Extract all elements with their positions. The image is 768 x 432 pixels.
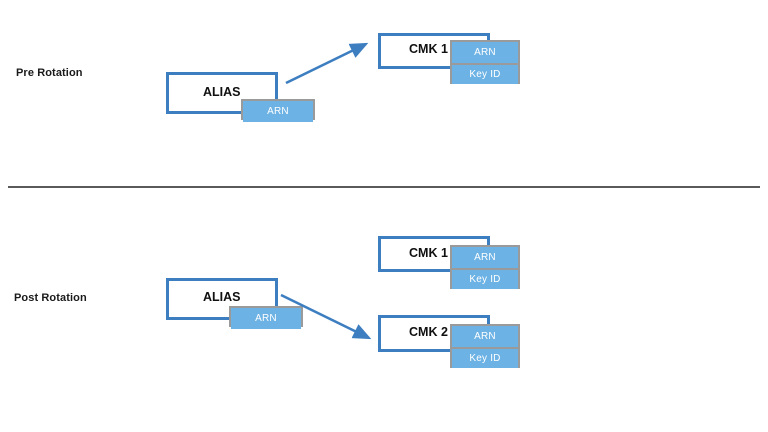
section-label-pre-rotation: Pre Rotation <box>16 67 83 79</box>
alias-badges-post: ARN <box>229 306 303 329</box>
cmk2-title-post: CMK 2 <box>409 325 448 339</box>
badge-arn: ARN <box>243 101 313 122</box>
section-divider <box>8 186 760 188</box>
badge-arn: ARN <box>452 326 518 347</box>
cmk1-title-post: CMK 1 <box>409 246 448 260</box>
badge-arn: ARN <box>452 247 518 268</box>
alias-badges-pre: ARN <box>241 99 315 122</box>
cmk1-title-pre: CMK 1 <box>409 42 448 56</box>
badge-key-id: Key ID <box>452 347 518 368</box>
cmk1-badges-pre: ARN Key ID <box>450 40 520 84</box>
alias-box-pre <box>166 72 278 114</box>
badge-key-id: Key ID <box>452 268 518 289</box>
alias-title-post: ALIAS <box>203 290 241 304</box>
alias-title-pre: ALIAS <box>203 85 241 99</box>
section-label-post-rotation: Post Rotation <box>14 292 87 304</box>
badge-arn: ARN <box>452 42 518 63</box>
cmk1-badges-post: ARN Key ID <box>450 245 520 289</box>
badge-arn: ARN <box>231 308 301 329</box>
badge-key-id: Key ID <box>452 63 518 84</box>
cmk2-badges-post: ARN Key ID <box>450 324 520 368</box>
